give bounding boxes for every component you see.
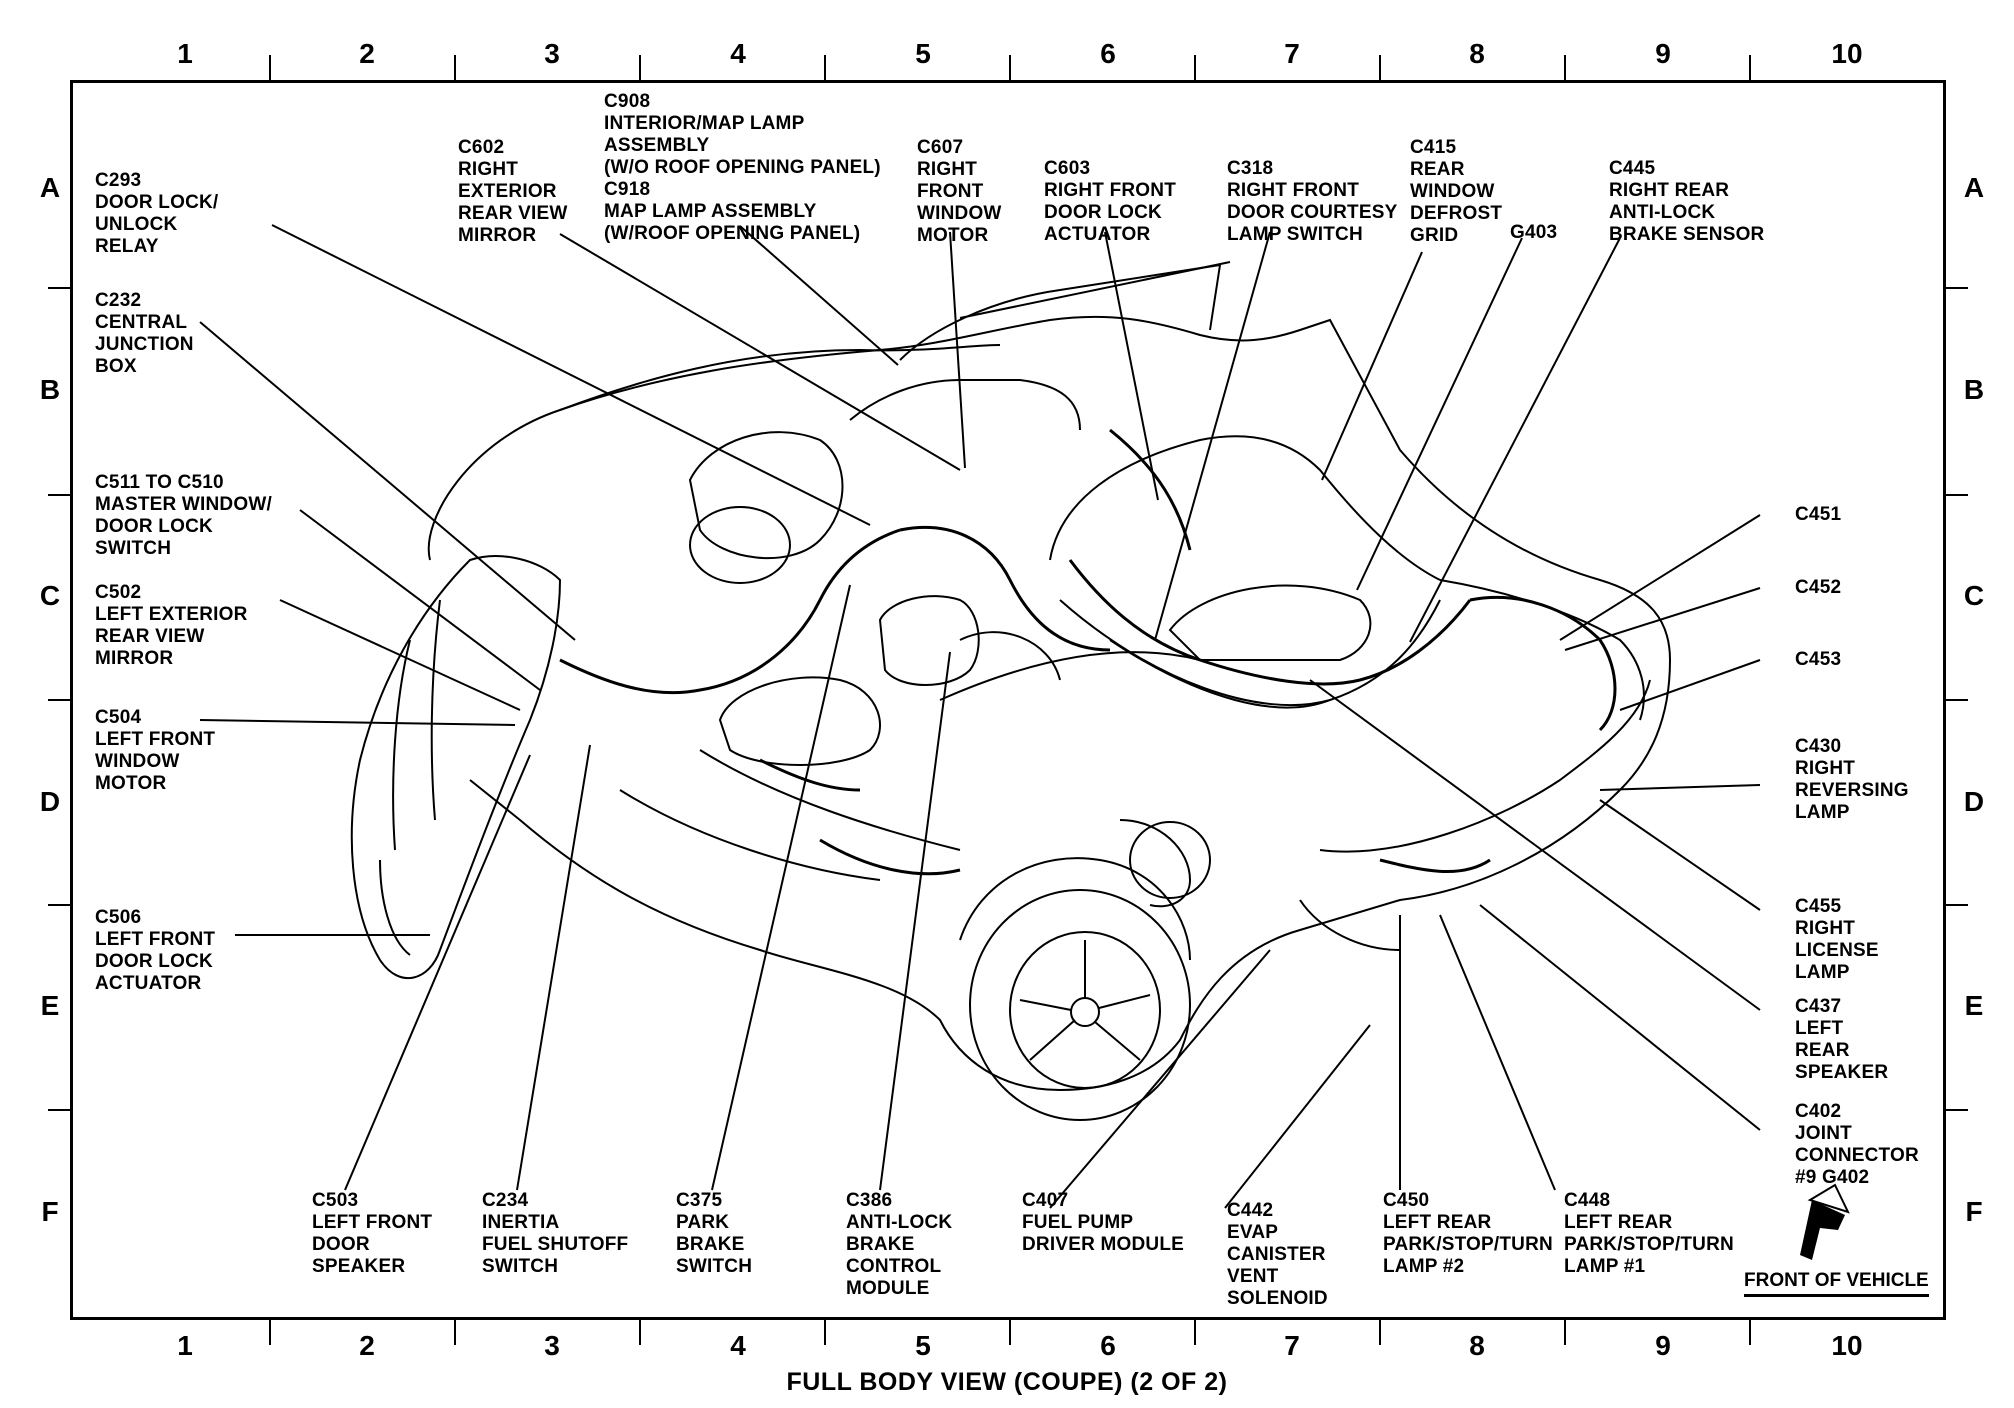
callout-c602: C602 RIGHT EXTERIOR REAR VIEW MIRROR — [458, 137, 568, 246]
col-label: 2 — [359, 1330, 375, 1361]
diagram-frame — [70, 80, 1946, 1320]
col-label: 1 — [177, 38, 193, 69]
row-label: A — [1963, 172, 1985, 203]
callout-c455: C455 RIGHT LICENSE LAMP — [1795, 896, 1879, 983]
col-label: 5 — [915, 1330, 931, 1361]
col-label: 8 — [1469, 38, 1485, 69]
col-label: 10 — [1831, 1330, 1863, 1361]
callout-c232: C232 CENTRAL JUNCTION BOX — [95, 290, 194, 377]
callout-c234: C234 INERTIA FUEL SHUTOFF SWITCH — [482, 1190, 629, 1277]
col-label: 4 — [730, 38, 746, 69]
col-label: 2 — [359, 38, 375, 69]
callout-c453: C453 — [1795, 649, 1842, 670]
callout-c908: C908 INTERIOR/MAP LAMP ASSEMBLY (W/O ROO… — [604, 91, 881, 244]
col-label: 6 — [1100, 1330, 1116, 1361]
callout-c293: C293 DOOR LOCK/ UNLOCK RELAY — [95, 170, 219, 257]
callout-g403: G403 — [1510, 222, 1558, 243]
col-label: 7 — [1284, 38, 1300, 69]
callout-c437: C437 LEFT REAR SPEAKER — [1795, 996, 1889, 1083]
col-label: 1 — [177, 1330, 193, 1361]
row-label: C — [39, 580, 61, 611]
callout-c502: C502 LEFT EXTERIOR REAR VIEW MIRROR — [95, 582, 248, 669]
callout-c386: C386 ANTI-LOCK BRAKE CONTROL MODULE — [846, 1190, 953, 1299]
col-label: 3 — [544, 1330, 560, 1361]
grid-ticks — [48, 55, 1968, 1345]
col-label: 5 — [915, 38, 931, 69]
row-label: F — [41, 1196, 59, 1227]
row-label: B — [39, 374, 61, 405]
callout-c407: C407 FUEL PUMP DRIVER MODULE — [1022, 1190, 1184, 1255]
callout-c448: C448 LEFT REAR PARK/STOP/TURN LAMP #1 — [1564, 1190, 1734, 1277]
callout-c430: C430 RIGHT REVERSING LAMP — [1795, 736, 1909, 823]
callout-c607: C607 RIGHT FRONT WINDOW MOTOR — [917, 137, 1002, 246]
row-label: A — [39, 172, 61, 203]
car-outline — [350, 261, 1672, 1121]
callout-c511: C511 TO C510 MASTER WINDOW/ DOOR LOCK SW… — [95, 472, 272, 559]
callout-c318: C318 RIGHT FRONT DOOR COURTESY LAMP SWIT… — [1227, 158, 1398, 245]
wiring-harness — [559, 428, 1617, 876]
col-label: 3 — [544, 38, 560, 69]
col-label: 10 — [1831, 38, 1863, 69]
callout-c450: C450 LEFT REAR PARK/STOP/TURN LAMP #2 — [1383, 1190, 1553, 1277]
diagram-title: FULL BODY VIEW (COUPE) (2 OF 2) — [786, 1368, 1228, 1396]
row-label: E — [40, 990, 60, 1021]
callout-c503: C503 LEFT FRONT DOOR SPEAKER — [312, 1190, 433, 1277]
col-label: 9 — [1655, 1330, 1671, 1361]
front-of-vehicle-icon — [1800, 1183, 1850, 1260]
callout-c504: C504 LEFT FRONT WINDOW MOTOR — [95, 707, 216, 794]
callout-c445: C445 RIGHT REAR ANTI-LOCK BRAKE SENSOR — [1609, 158, 1765, 245]
callout-c415: C415 REAR WINDOW DEFROST GRID — [1410, 137, 1503, 246]
leader-lines — [199, 224, 1761, 1209]
row-label: D — [39, 786, 61, 817]
front-of-vehicle-label: FRONT OF VEHICLE — [1744, 1270, 1929, 1297]
row-label: B — [1963, 374, 1985, 405]
col-label: 8 — [1469, 1330, 1485, 1361]
callout-c451: C451 — [1795, 504, 1842, 525]
row-label: D — [1963, 786, 1985, 817]
col-label: 9 — [1655, 38, 1671, 69]
row-label: E — [1964, 990, 1984, 1021]
callout-c603: C603 RIGHT FRONT DOOR LOCK ACTUATOR — [1044, 158, 1177, 245]
callout-c506: C506 LEFT FRONT DOOR LOCK ACTUATOR — [95, 907, 216, 994]
callout-c452: C452 — [1795, 577, 1842, 598]
col-label: 7 — [1284, 1330, 1300, 1361]
callout-c442: C442 EVAP CANISTER VENT SOLENOID — [1227, 1200, 1328, 1309]
callout-c402: C402 JOINT CONNECTOR #9 G402 — [1795, 1101, 1919, 1188]
callout-c375: C375 PARK BRAKE SWITCH — [676, 1190, 753, 1277]
col-label: 4 — [730, 1330, 746, 1361]
row-label: C — [1963, 580, 1985, 611]
col-label: 6 — [1100, 38, 1116, 69]
row-label: F — [1965, 1196, 1983, 1227]
